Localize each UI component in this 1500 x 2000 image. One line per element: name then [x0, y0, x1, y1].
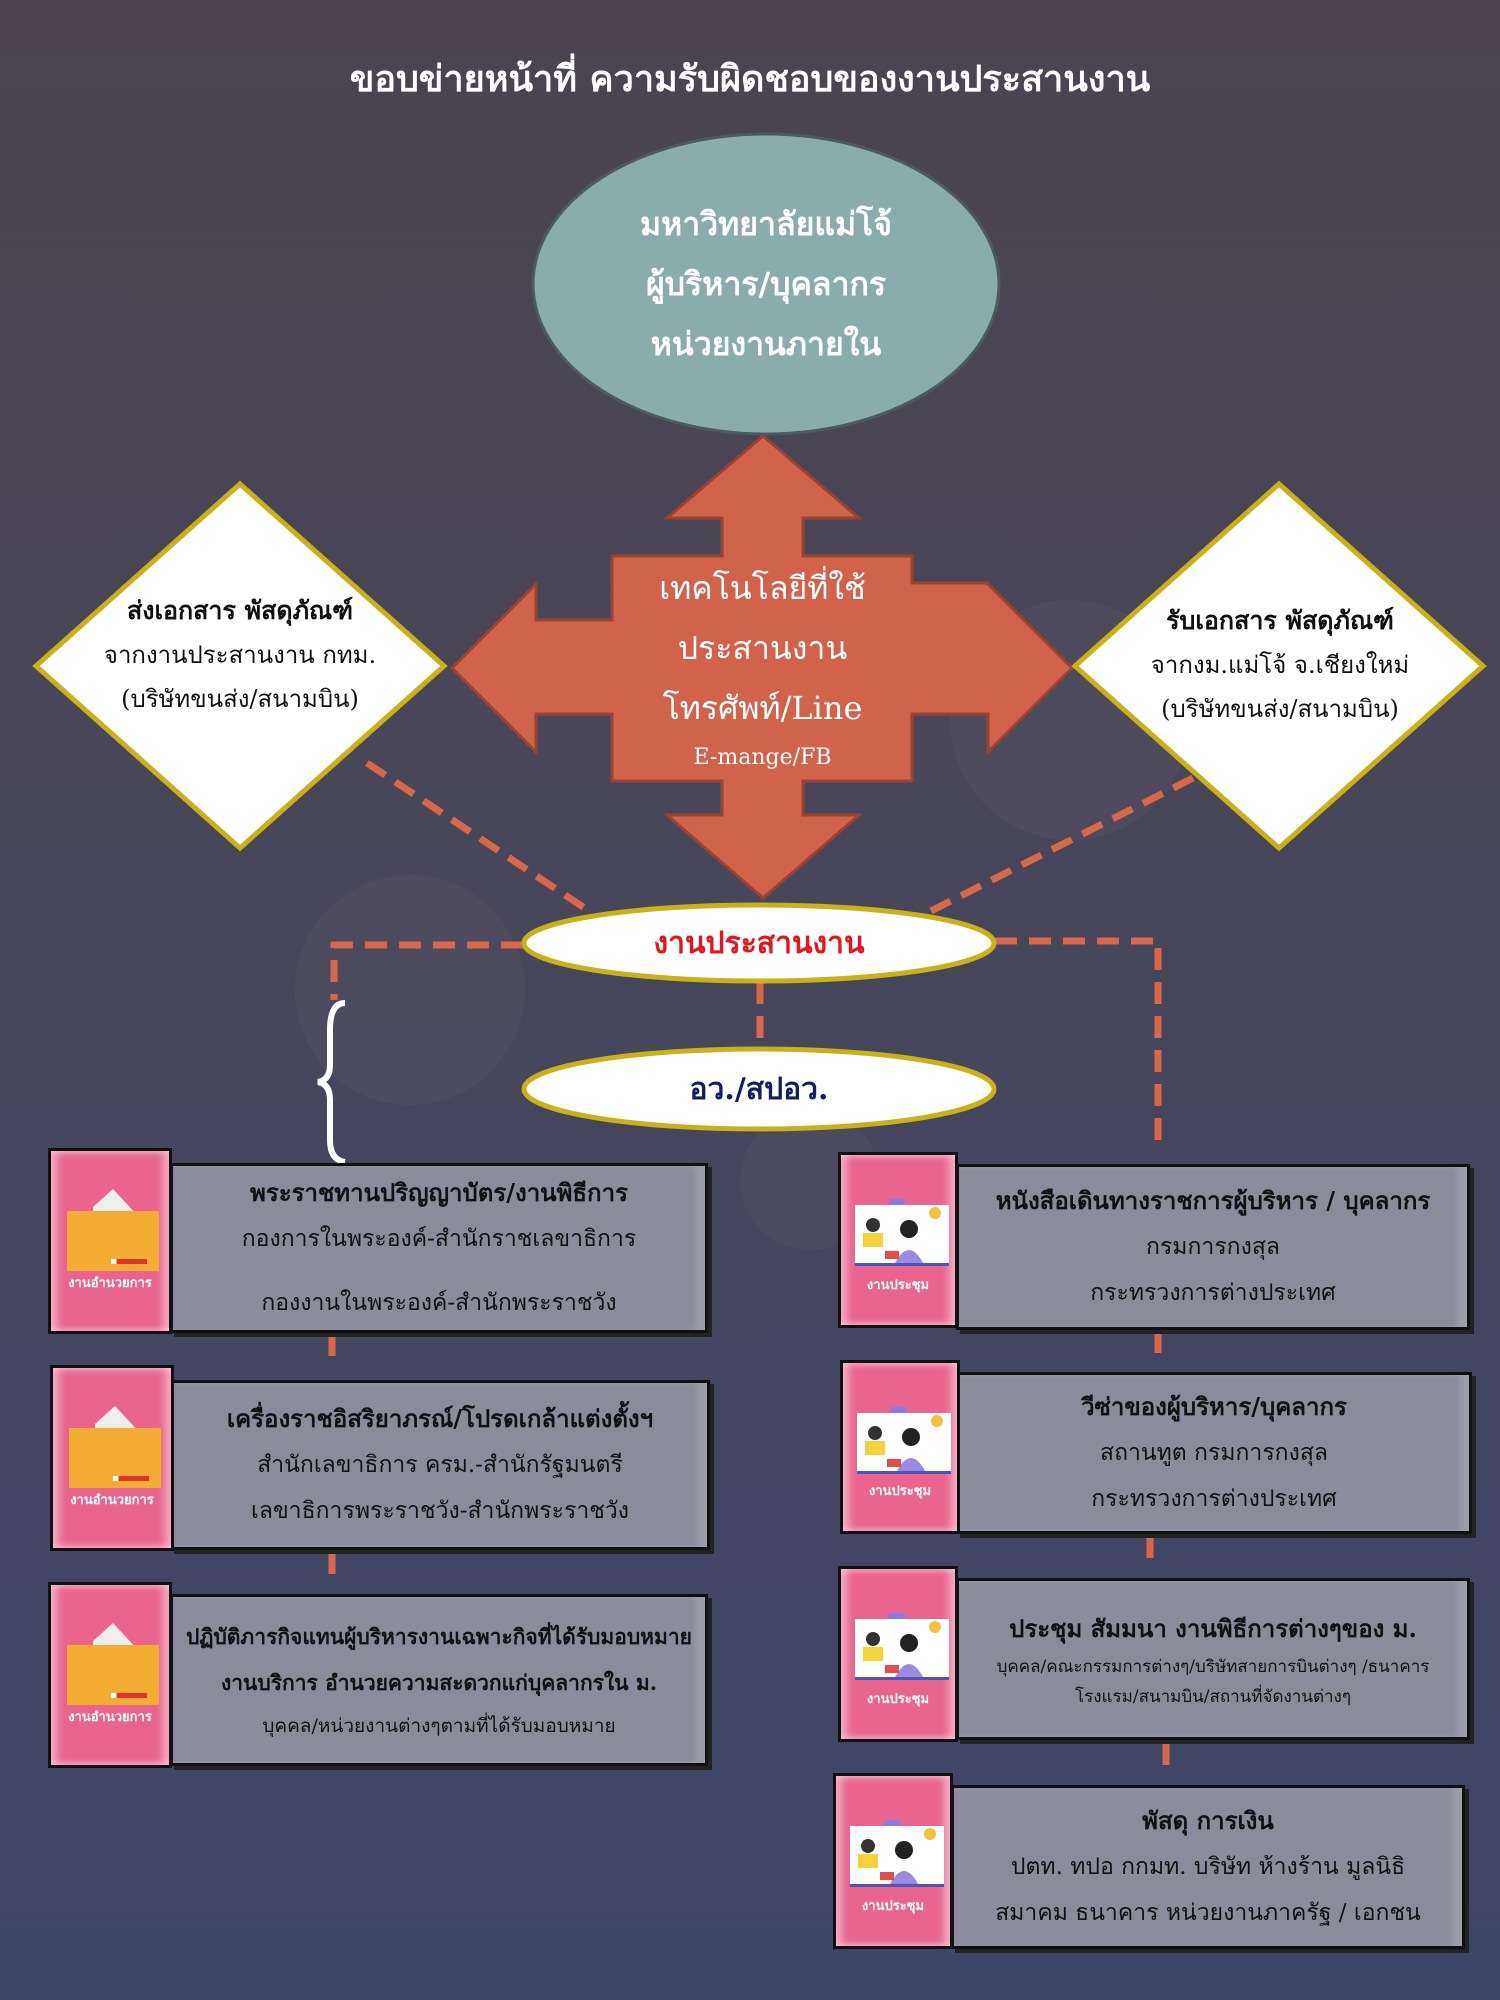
diamond-line: จากงม.แม่โจ้ จ.เชียงใหม่ [1150, 651, 1410, 679]
right-diamond-text: รับเอกสาร พัสดุภัณฑ์ จากงม.แม่โจ้ จ.เชีย… [1130, 570, 1430, 760]
diamond-line: (บริษัทขนส่ง/สนามบิน) [1161, 695, 1399, 723]
card-tag-label: งานอำนวยการ [68, 1276, 152, 1291]
card-heading: หนังสือเดินทางราชการผู้บริหาร / บุคลากร [995, 1186, 1431, 1215]
card-line: กองงานในพระองค์-สำนักพระราชวัง [261, 1290, 617, 1316]
card-tag-label: งานประชุม [866, 1692, 930, 1707]
card-tag: งานอำนวยการ [48, 1148, 172, 1334]
card-line: สมาคม ธนาคาร หน่วยงานภาครัฐ / เอกชน [995, 1900, 1421, 1926]
brace [317, 1000, 346, 1165]
card-body: พระราชทานปริญญาบัตร/งานพิธีการ กองการในพ… [170, 1163, 708, 1333]
card-line: สถานทูต กรมการกงสุล [1100, 1440, 1328, 1466]
right-diamond [1071, 480, 1487, 852]
card-line: โรงแรม/สนามบิน/สถานที่จัดงานต่างๆ [1074, 1687, 1351, 1707]
card-tag-label: งานอำนวยการ [68, 1710, 152, 1725]
folder-icon [67, 1623, 159, 1705]
card-heading: พระราชทานปริญญาบัตร/งานพิธีการ [250, 1178, 628, 1207]
card-tag: งานอำนวยการ [48, 1582, 172, 1768]
oval-line: หน่วยงานภายใน [650, 325, 882, 363]
diamond-line: จากงานประสานงาน กทม. [103, 641, 377, 669]
card-line: บุคคล/หน่วยงานต่างๆตามที่ได้รับมอบหมาย [262, 1715, 616, 1737]
card-heading: วีซ่าของผู้บริหาร/บุคลากร [1081, 1392, 1347, 1421]
card-tag: งานประชุม [838, 1566, 958, 1742]
folder-icon [67, 1189, 159, 1271]
decor-circle [295, 875, 525, 1105]
meeting-icon [855, 1613, 949, 1680]
card-tag-label: งานประชุม [868, 1484, 932, 1499]
card-tag: งานประชุม [838, 1152, 958, 1328]
card-tag: งานประชุม [833, 1773, 953, 1949]
card-body: วีซ่าของผู้บริหาร/บุคลากร สถานทูต กรมการ… [956, 1372, 1472, 1534]
card-line: สำนักเลขาธิการ ครม.-สำนักรัฐมนตรี [257, 1452, 623, 1478]
card-heading: ประชุม สัมมนา งานพิธีการต่างๆของ ม. [1009, 1614, 1417, 1643]
card-tag-label: งานอำนวยการ [70, 1493, 154, 1508]
card-tag: งานประชุม [840, 1360, 960, 1534]
cross-text: เทคโนโลยีที่ใช้ ประสานงาน โทรศัพท์/Line … [560, 545, 965, 790]
connector-lines [328, 760, 1195, 1775]
four-way-arrow [449, 434, 1075, 900]
card-body: ประชุม สัมมนา งานพิธีการต่างๆของ ม. บุคค… [956, 1578, 1470, 1740]
meeting-icon [857, 1407, 951, 1474]
card-tag-label: งานประชุม [866, 1278, 930, 1293]
meeting-icon [855, 1199, 949, 1266]
cross-line: ประสานงาน [677, 628, 848, 667]
card-heading: พัสดุ การเงิน [1142, 1806, 1274, 1835]
sub-node: อว./สปอว. [689, 1071, 829, 1107]
card-line: กรมการกงสุล [1146, 1234, 1280, 1260]
cross-line-small: E-mange/FB [693, 744, 832, 770]
sub-node-oval [521, 1046, 997, 1132]
oval-line: มหาวิทยาลัยแม่โจ้ [640, 205, 892, 243]
card-body: เครื่องราชอิสริยาภรณ์/โปรดเกล้าแต่งตั้งฯ… [170, 1380, 710, 1550]
card-line: ปตท. ทปอ กกมท. บริษัท ห้างร้าน มูลนิธิ [1010, 1854, 1406, 1880]
center-node-oval [521, 902, 997, 984]
card-body: ปฏิบัติภารกิจแทนผู้บริหารงานเฉพาะกิจที่ไ… [170, 1594, 708, 1766]
page-title: ขอบข่ายหน้าที่ ความรับผิดชอบของงานประสาน… [349, 58, 1151, 100]
card-body: หนังสือเดินทางราชการผู้บริหาร / บุคลากร … [956, 1164, 1470, 1330]
diamond-line: (บริษัทขนส่ง/สนามบิน) [121, 685, 359, 713]
card-line: บุคคล/คณะกรรมการต่างๆ/บริษัทสายการบินต่า… [996, 1657, 1430, 1677]
top-oval-text: มหาวิทยาลัยแม่โจ้ ผู้บริหาร/บุคลากร หน่ว… [533, 134, 999, 434]
card-heading: เครื่องราชอิสริยาภรณ์/โปรดเกล้าแต่งตั้งฯ [226, 1404, 654, 1433]
meeting-icon [850, 1820, 944, 1887]
cross-line: โทรศัพท์/Line [662, 688, 863, 727]
card-body: พัสดุ การเงิน ปตท. ทปอ กกมท. บริษัท ห้าง… [951, 1785, 1465, 1949]
card-heading: ปฏิบัติภารกิจแทนผู้บริหารงานเฉพาะกิจที่ไ… [186, 1624, 692, 1649]
card-line: เลขาธิการพระราชวัง-สำนักพระราชวัง [251, 1498, 629, 1524]
diamond-heading: ส่งเอกสาร พัสดุภัณฑ์ [127, 596, 353, 625]
card-line: งานบริการ อำนวยความสะดวกแก่บุคลากรใน ม. [220, 1670, 658, 1695]
folder-icon [69, 1406, 161, 1488]
oval-line: ผู้บริหาร/บุคลากร [645, 265, 887, 303]
left-diamond [32, 480, 448, 852]
left-diamond-text: ส่งเอกสาร พัสดุภัณฑ์ จากงานประสานงาน กทม… [90, 560, 390, 750]
card-line: กระทรวงการต่างประเทศ [1091, 1486, 1337, 1512]
card-tag-label: งานประชุม [861, 1899, 925, 1914]
card-tag: งานอำนวยการ [50, 1365, 174, 1551]
card-line: กองการในพระองค์-สำนักราชเลขาธิการ [241, 1226, 637, 1252]
diamond-heading: รับเอกสาร พัสดุภัณฑ์ [1166, 606, 1394, 635]
top-oval [531, 132, 1001, 436]
center-node: งานประสานงาน [653, 925, 865, 961]
cross-line: เทคโนโลยีที่ใช้ [659, 568, 866, 607]
card-line: กระทรวงการต่างประเทศ [1090, 1280, 1336, 1306]
